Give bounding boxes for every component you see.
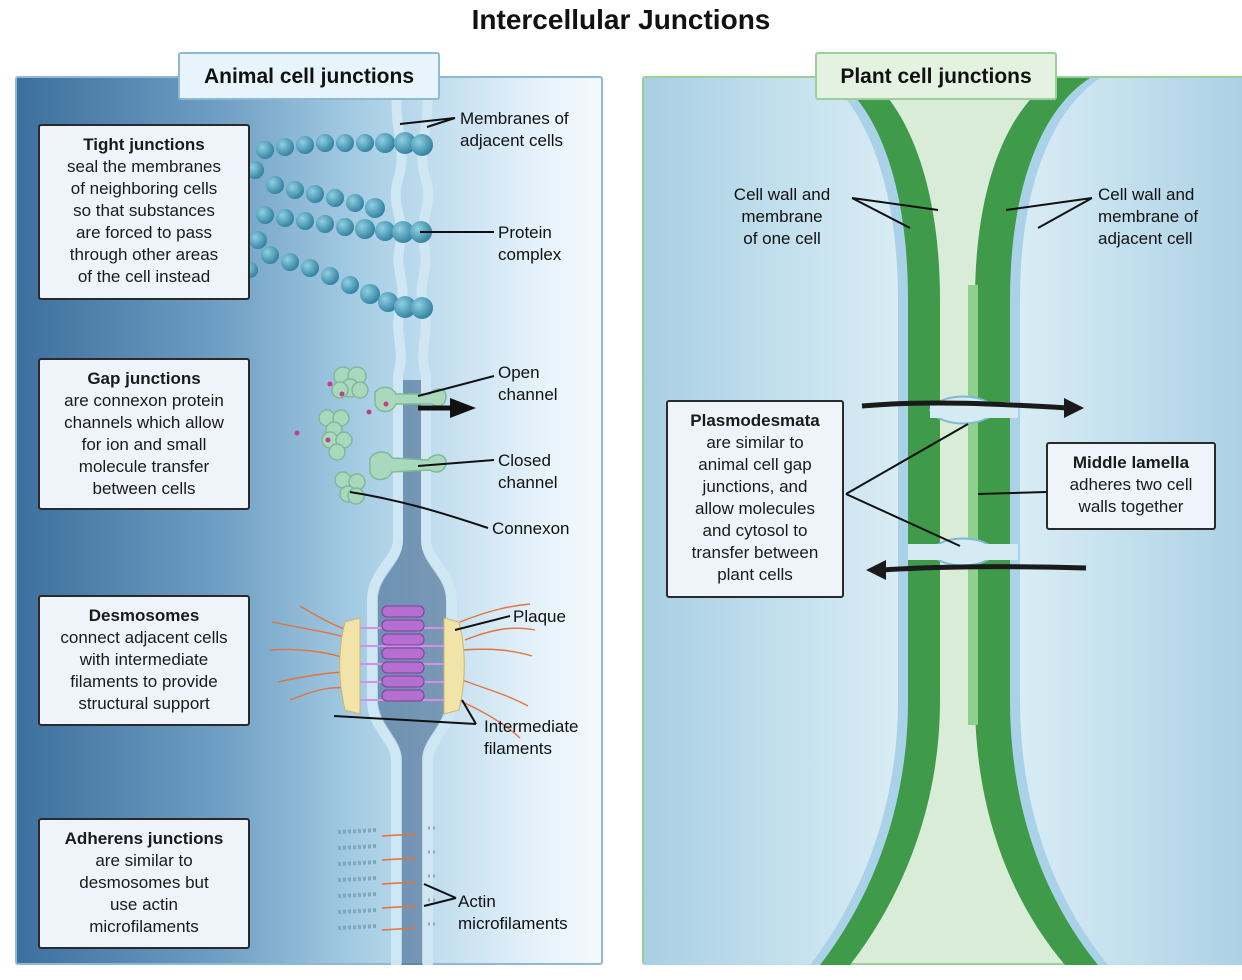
tight-junctions-heading: Tight junctions	[83, 135, 205, 154]
middle-lamella	[968, 285, 978, 725]
tight-junctions-text: seal the membranes of neighboring cells …	[66, 157, 222, 286]
membranes-label: Membranes of adjacent cells	[460, 109, 569, 150]
diagram-title: Intercellular Junctions	[471, 4, 771, 35]
transfer-arrows	[861, 398, 1087, 580]
gap-junctions-box: Gap junctions are connexon protein chann…	[38, 358, 250, 510]
cell-wall-adjacent-label: Cell wall and membrane of adjacent cell	[1098, 185, 1199, 248]
adherens-actin	[337, 826, 436, 931]
connexon-label: Connexon	[492, 519, 570, 538]
actin-microfilaments-label: Actin microfilaments	[458, 892, 568, 933]
plasmodesmata-box: Plasmodesmata are similar to animal cell…	[666, 400, 844, 598]
desmosome	[269, 603, 536, 739]
adherens-junctions-text: are similar to desmosomes but use actin …	[79, 851, 209, 936]
middle-lamella-heading: Middle lamella	[1072, 453, 1190, 472]
open-channel-arrow	[450, 398, 476, 418]
plasmodesmata-text: are similar to animal cell gap junctions…	[691, 433, 819, 584]
desmosomes-heading: Desmosomes	[88, 606, 200, 625]
tight-junctions-box: Tight junctions seal the membranes of ne…	[38, 124, 250, 300]
protein-complex-label: Protein complex	[498, 223, 562, 264]
intermediate-filaments-label: Intermediate filaments	[484, 717, 579, 758]
adherens-junctions-heading: Adherens junctions	[64, 829, 224, 848]
plaque-label: Plaque	[513, 607, 566, 626]
middle-lamella-text: adheres two cell walls together	[1069, 475, 1193, 516]
gap-junctions-heading: Gap junctions	[87, 369, 201, 388]
desmosomes-text: connect adjacent cells with intermediate…	[60, 628, 228, 713]
tight-junction-proteins	[242, 132, 433, 319]
closed-channel-label: Closed channel	[498, 451, 558, 492]
adherens-junctions-box: Adherens junctions are similar to desmos…	[38, 818, 250, 949]
plant-panel-tab: Plant cell junctions	[815, 52, 1057, 100]
gap-junction-connexons	[294, 366, 447, 505]
middle-lamella-box: Middle lamella adheres two cell walls to…	[1046, 442, 1216, 530]
gap-junctions-text: are connexon protein channels which allo…	[64, 391, 224, 498]
plasmodesmata-channels	[908, 395, 1018, 567]
animal-panel-tab: Animal cell junctions	[178, 52, 440, 100]
open-channel-label: Open channel	[498, 363, 558, 404]
cell-wall-one-label: Cell wall and membrane of one cell	[733, 185, 831, 248]
desmosomes-box: Desmosomes connect adjacent cells with i…	[38, 595, 250, 726]
plasmodesmata-heading: Plasmodesmata	[690, 411, 820, 430]
